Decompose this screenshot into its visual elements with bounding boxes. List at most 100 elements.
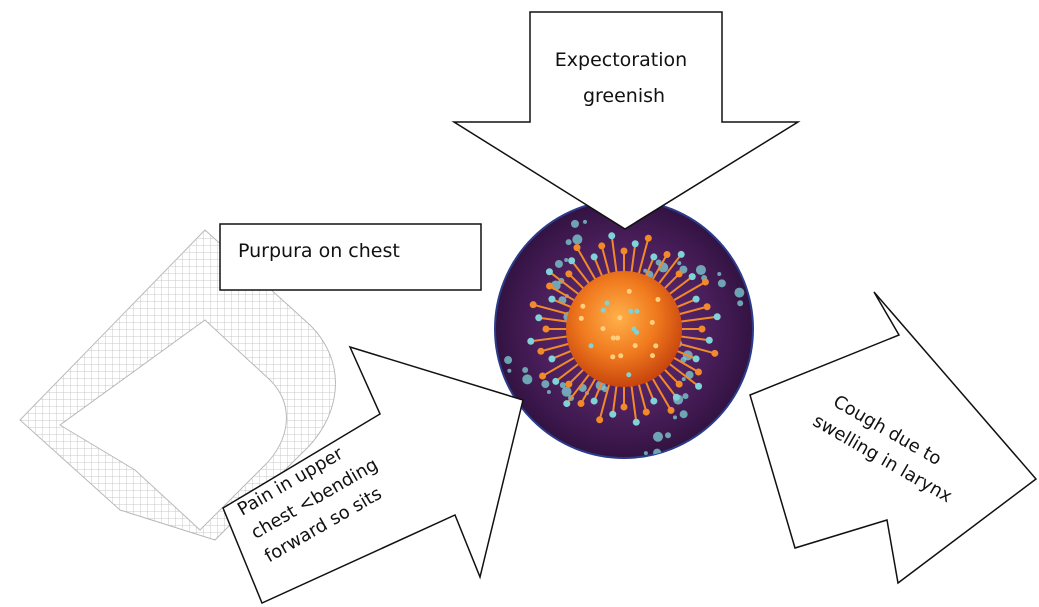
virus-spike-head (621, 248, 628, 255)
virus-spike-head (565, 270, 572, 277)
virus-spike-head (548, 355, 555, 362)
virus-spike-head (702, 279, 709, 286)
virus-spike-head (664, 251, 671, 258)
virus-particle (583, 220, 587, 224)
virus-particle (541, 380, 549, 388)
virus-spike-head (689, 273, 696, 280)
virus-spike-head (565, 381, 572, 388)
virus-surface-dot (580, 304, 585, 309)
virus-surface-dot (634, 309, 639, 314)
virus-particle (572, 234, 582, 244)
virus-particle (522, 374, 532, 384)
virus-spike-head (608, 232, 615, 239)
virus-surface-dot (634, 330, 639, 335)
virus-surface-dot (601, 308, 606, 313)
virus-spike-head (596, 416, 603, 423)
virus-spike-head (699, 326, 706, 333)
virus-surface-dot (626, 372, 631, 377)
virus-spike-head (632, 240, 639, 247)
virus-particle (566, 239, 572, 245)
virus-surface-dot (633, 343, 638, 348)
virus-spike-head (609, 411, 616, 418)
virus-particle (571, 220, 579, 228)
virus-spike-head (695, 383, 702, 390)
virus-spike-head (539, 373, 546, 380)
virus-spike-head (591, 253, 598, 260)
virus-surface-dot (589, 343, 594, 348)
virus-spike-head (643, 409, 650, 416)
virus-surface-dot (579, 316, 584, 321)
virus-particle (562, 387, 572, 397)
virus-surface-dot (653, 343, 658, 348)
virus-surface-dot (650, 320, 655, 325)
virus-particle (653, 449, 661, 457)
virus-spike-head (530, 301, 537, 308)
virus-particle (682, 393, 688, 399)
virus-spike-head (650, 398, 657, 405)
virus-spike-head (527, 338, 534, 345)
virus-particle (737, 300, 743, 306)
virus-surface-dot (617, 315, 622, 320)
virus-spike-head (668, 407, 675, 414)
virus-surface-dot (627, 289, 632, 294)
virus-particle (665, 432, 671, 438)
virus-spike-head (676, 381, 683, 388)
virus-surface-dot (628, 309, 633, 314)
virus-spike-head (563, 400, 570, 407)
virus-spike-head (706, 337, 713, 344)
virus-spike-head (546, 268, 553, 275)
virus-particle (682, 377, 686, 381)
virus-core (566, 271, 682, 387)
virus-image (495, 200, 753, 458)
virus-spike-head (714, 313, 721, 320)
virus-particle (555, 260, 563, 268)
virus-spike-head (598, 242, 605, 249)
virus-spike-head (711, 350, 718, 357)
purpura-label: Purpura on chest (238, 240, 400, 262)
virus-particle (717, 272, 721, 276)
virus-spike-head (645, 235, 652, 242)
virus-surface-dot (611, 335, 616, 340)
virus-spike-head (676, 270, 683, 277)
virus-surface-dot (650, 353, 655, 358)
virus-spike-head (650, 253, 657, 260)
virus-spike-head (574, 244, 581, 251)
virus-particle (644, 451, 648, 455)
virus-spike-head (537, 348, 544, 355)
virus-particle (507, 369, 511, 373)
virus-spike-head (535, 314, 542, 321)
virus-surface-dot (605, 301, 610, 306)
virus-particle (734, 288, 744, 298)
virus-spike-head (633, 419, 640, 426)
virus-particle (504, 356, 512, 364)
virus-spike-head (693, 296, 700, 303)
virus-spike-head (621, 404, 628, 411)
virus-particle (677, 261, 681, 265)
virus-surface-dot (610, 354, 615, 359)
virus-spike-head (546, 283, 553, 290)
top-arrow (454, 12, 798, 229)
virus-surface-dot (618, 353, 623, 358)
virus-surface-dot (615, 336, 620, 341)
virus-spike-head (568, 257, 575, 264)
virus-surface-dot (601, 326, 606, 331)
virus-spike-head (693, 355, 700, 362)
virus-particle (522, 367, 528, 373)
virus-surface-dot (655, 297, 660, 302)
virus-particle (680, 410, 688, 418)
virus-particle (653, 432, 663, 442)
virus-spike-head (678, 251, 685, 258)
virus-spike-head (578, 400, 585, 407)
virus-spike-head (591, 398, 598, 405)
virus-spike-head (673, 394, 680, 401)
virus-particle (718, 279, 726, 287)
virus-spike-head (704, 303, 711, 310)
virus-particle (564, 258, 568, 262)
virus-spike-head (552, 378, 559, 385)
virus-spike-head (695, 369, 702, 376)
virus-spike-head (548, 296, 555, 303)
virus-particle (673, 415, 677, 419)
virus-particle (696, 265, 706, 275)
virus-spike-head (543, 326, 550, 333)
